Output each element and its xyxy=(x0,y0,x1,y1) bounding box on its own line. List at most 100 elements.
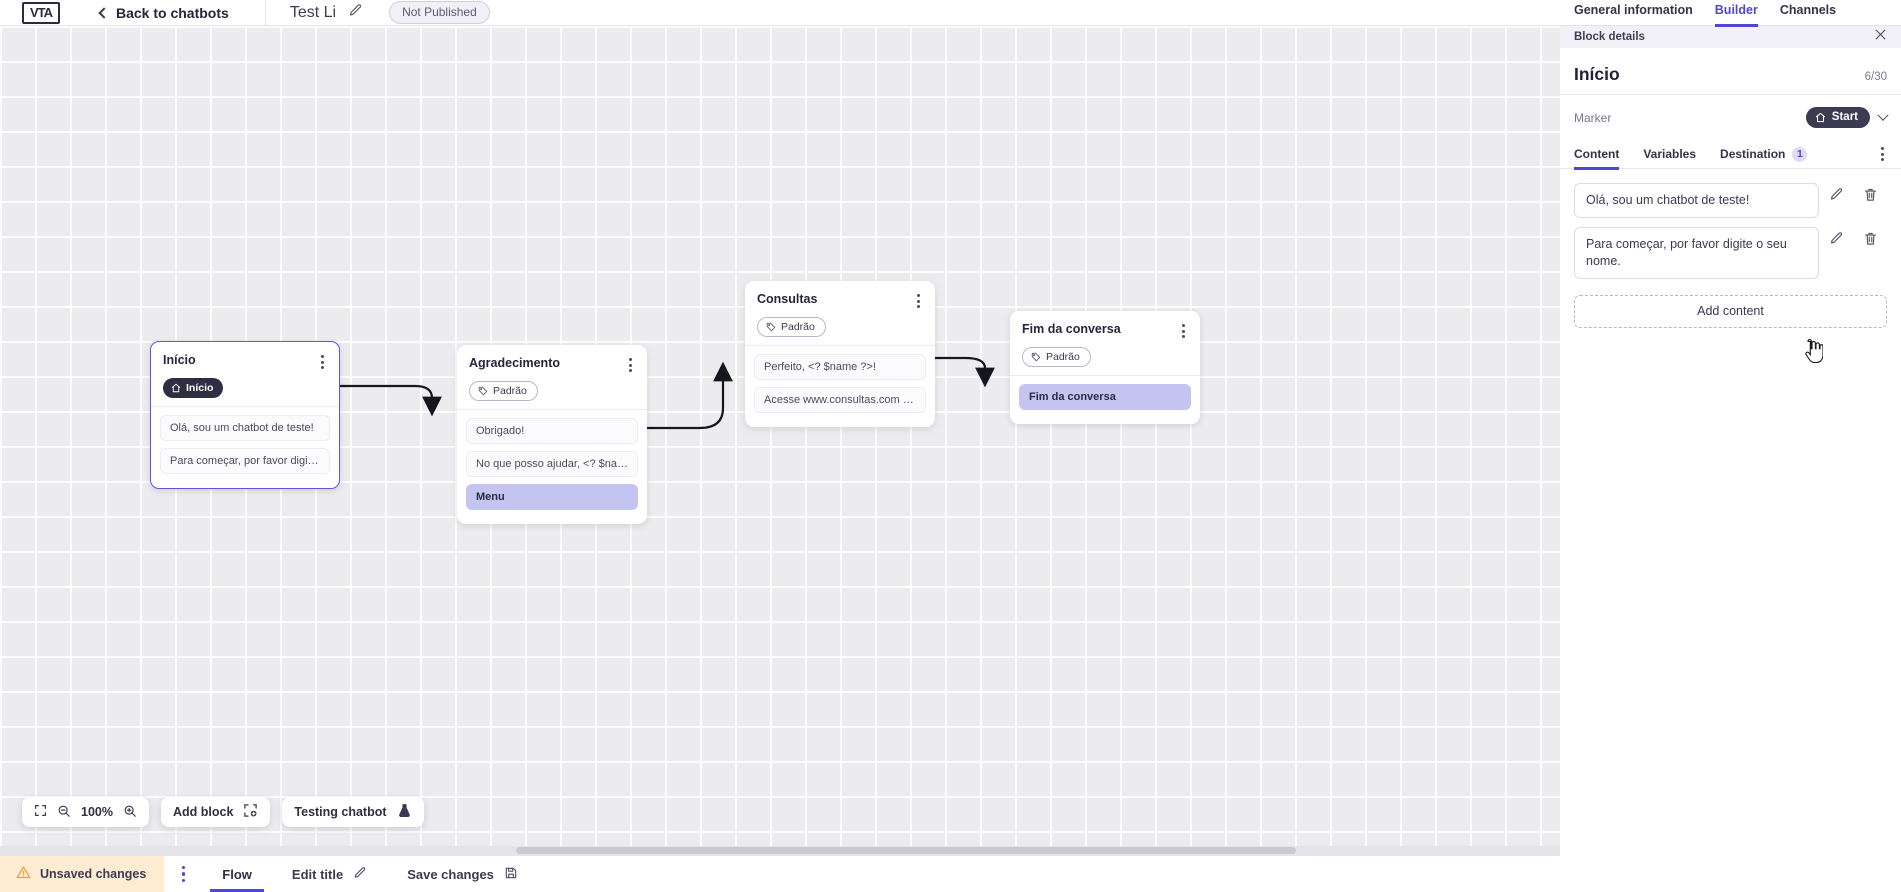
zoom-in-icon[interactable] xyxy=(123,804,137,821)
tab-destination[interactable]: Destination 1 xyxy=(1720,140,1808,169)
tag-icon xyxy=(766,322,775,332)
fit-screen-icon[interactable] xyxy=(34,804,47,820)
edit-content-icon[interactable] xyxy=(1819,231,1853,246)
tab-general-information[interactable]: General information xyxy=(1574,0,1693,26)
tab-variables[interactable]: Variables xyxy=(1643,140,1696,169)
flow-label: Flow xyxy=(222,866,252,882)
block-item-menu[interactable]: Menu xyxy=(466,484,638,510)
status-bar: Unsaved changes Flow Edit title Save cha… xyxy=(0,855,1560,892)
block-item[interactable]: No que posso ajudar, <? $name ... xyxy=(466,451,638,477)
block-item[interactable]: Obrigado! xyxy=(466,418,638,444)
block-tag-label: Início xyxy=(186,382,214,394)
block-item[interactable]: Fim da conversa xyxy=(1019,384,1191,410)
block-title: Agradecimento xyxy=(469,356,560,370)
publish-status-badge: Not Published xyxy=(389,1,490,24)
unsaved-changes-label: Unsaved changes xyxy=(40,867,147,881)
flow-canvas[interactable]: Início Início Olá, sou um chatbot de tes… xyxy=(0,26,1560,855)
panel-nav-tabs: General information Builder Channels xyxy=(1560,0,1901,27)
flow-block-inicio[interactable]: Início Início Olá, sou um chatbot de tes… xyxy=(150,341,340,489)
block-menu-icon[interactable] xyxy=(318,353,327,371)
edit-title-button[interactable]: Edit title xyxy=(272,856,387,892)
scrollbar-thumb[interactable] xyxy=(516,847,1296,854)
add-block-icon xyxy=(243,803,258,821)
pencil-icon xyxy=(353,866,367,883)
flask-icon xyxy=(397,803,412,821)
block-default-tag: Padrão xyxy=(469,381,538,401)
content-text[interactable]: Para começar, por favor digite o seu nom… xyxy=(1574,226,1819,279)
block-menu-icon[interactable] xyxy=(626,356,635,374)
edit-title-label: Edit title xyxy=(291,866,344,882)
block-item[interactable]: Acesse www.consultas.com par... xyxy=(754,387,926,413)
marker-start-badge[interactable]: Start xyxy=(1805,107,1870,128)
content-text[interactable]: Olá, sou um chatbot de teste! xyxy=(1574,183,1819,218)
tag-icon xyxy=(478,386,487,396)
block-header: Consultas xyxy=(745,281,935,310)
testing-chatbot-button[interactable]: Testing chatbot xyxy=(282,797,424,827)
block-title: Início xyxy=(163,353,196,367)
right-panel: General information Builder Channels Blo… xyxy=(1560,0,1901,892)
block-title: Consultas xyxy=(757,292,818,306)
block-tag-row: Padrão xyxy=(457,374,647,409)
save-icon xyxy=(504,866,518,883)
delete-content-icon[interactable] xyxy=(1853,231,1887,246)
back-to-chatbots-button[interactable]: Back to chatbots xyxy=(98,0,229,26)
flow-block-fim-da-conversa[interactable]: Fim da conversa Padrão Fim da conversa xyxy=(1010,311,1200,424)
zoom-controls[interactable]: 100% xyxy=(22,797,149,827)
block-menu-icon[interactable] xyxy=(914,292,923,310)
testing-chatbot-label: Testing chatbot xyxy=(294,805,387,819)
block-name-row: Início 6/30 xyxy=(1560,48,1901,95)
block-details-strip: Block details xyxy=(1560,26,1901,48)
flow-block-consultas[interactable]: Consultas Padrão Perfeito, <? $name ?>! … xyxy=(745,281,935,427)
close-icon[interactable] xyxy=(1874,28,1887,46)
add-content-button[interactable]: Add content xyxy=(1574,294,1887,328)
block-start-tag: Início xyxy=(163,378,224,398)
tab-builder[interactable]: Builder xyxy=(1714,0,1758,27)
save-changes-button[interactable]: Save changes xyxy=(387,856,538,892)
app-logo[interactable]: VTA xyxy=(22,1,60,24)
block-header: Fim da conversa xyxy=(1010,311,1200,340)
content-row-actions xyxy=(1819,227,1887,246)
content-list: Olá, sou um chatbot de teste! Para xyxy=(1560,169,1901,279)
chevron-left-icon xyxy=(98,6,110,19)
chatbot-title: Test Li xyxy=(289,3,337,21)
tab-channels[interactable]: Channels xyxy=(1780,0,1836,26)
toolbar-divider xyxy=(264,0,266,26)
zoom-out-icon[interactable] xyxy=(57,804,71,821)
inner-tabs-list: Content Variables Destination 1 xyxy=(1574,140,1831,170)
block-item[interactable]: Olá, sou um chatbot de teste! xyxy=(160,415,330,441)
tab-label: Channels xyxy=(1779,2,1837,17)
block-item[interactable]: Para começar, por favor digite o ... xyxy=(160,448,330,474)
logo-text: VTA xyxy=(29,5,53,20)
content-row: Para começar, por favor digite o seu nom… xyxy=(1574,226,1887,279)
tab-content[interactable]: Content xyxy=(1574,140,1620,170)
edit-content-icon[interactable] xyxy=(1819,187,1853,202)
add-block-button[interactable]: Add block xyxy=(160,797,271,827)
marker-value: Start xyxy=(1831,111,1858,123)
block-tag-label: Padrão xyxy=(781,321,815,333)
block-header: Agradecimento xyxy=(457,345,647,374)
block-divider xyxy=(151,406,339,407)
chevron-down-icon[interactable] xyxy=(1877,109,1889,121)
status-bar-menu-icon[interactable] xyxy=(164,856,202,892)
block-header: Início xyxy=(151,342,339,371)
block-details-label: Block details xyxy=(1574,31,1645,43)
status-tab-flow[interactable]: Flow xyxy=(202,856,272,892)
marker-control[interactable]: Start xyxy=(1805,107,1889,128)
block-name-value[interactable]: Início xyxy=(1574,64,1620,84)
block-tag-row: Padrão xyxy=(1010,340,1200,375)
flow-block-agradecimento[interactable]: Agradecimento Padrão Obrigado! No que po… xyxy=(457,345,647,524)
add-block-label: Add block xyxy=(172,805,234,819)
character-counter: 6/30 xyxy=(1864,71,1887,83)
block-default-tag: Padrão xyxy=(1022,347,1091,367)
save-changes-label: Save changes xyxy=(407,866,494,882)
block-menu-icon[interactable] xyxy=(1179,322,1188,340)
delete-content-icon[interactable] xyxy=(1853,187,1887,202)
edit-pencil-icon[interactable] xyxy=(348,3,363,23)
block-item[interactable]: Perfeito, <? $name ?>! xyxy=(754,354,926,380)
warning-triangle-icon xyxy=(16,865,31,883)
inner-tabs-menu-icon[interactable] xyxy=(1878,145,1887,163)
block-tag-label: Padrão xyxy=(1046,351,1080,363)
block-title: Fim da conversa xyxy=(1022,322,1121,336)
block-inner-tabs: Content Variables Destination 1 xyxy=(1560,140,1901,170)
canvas-horizontal-scrollbar[interactable] xyxy=(0,846,1560,855)
